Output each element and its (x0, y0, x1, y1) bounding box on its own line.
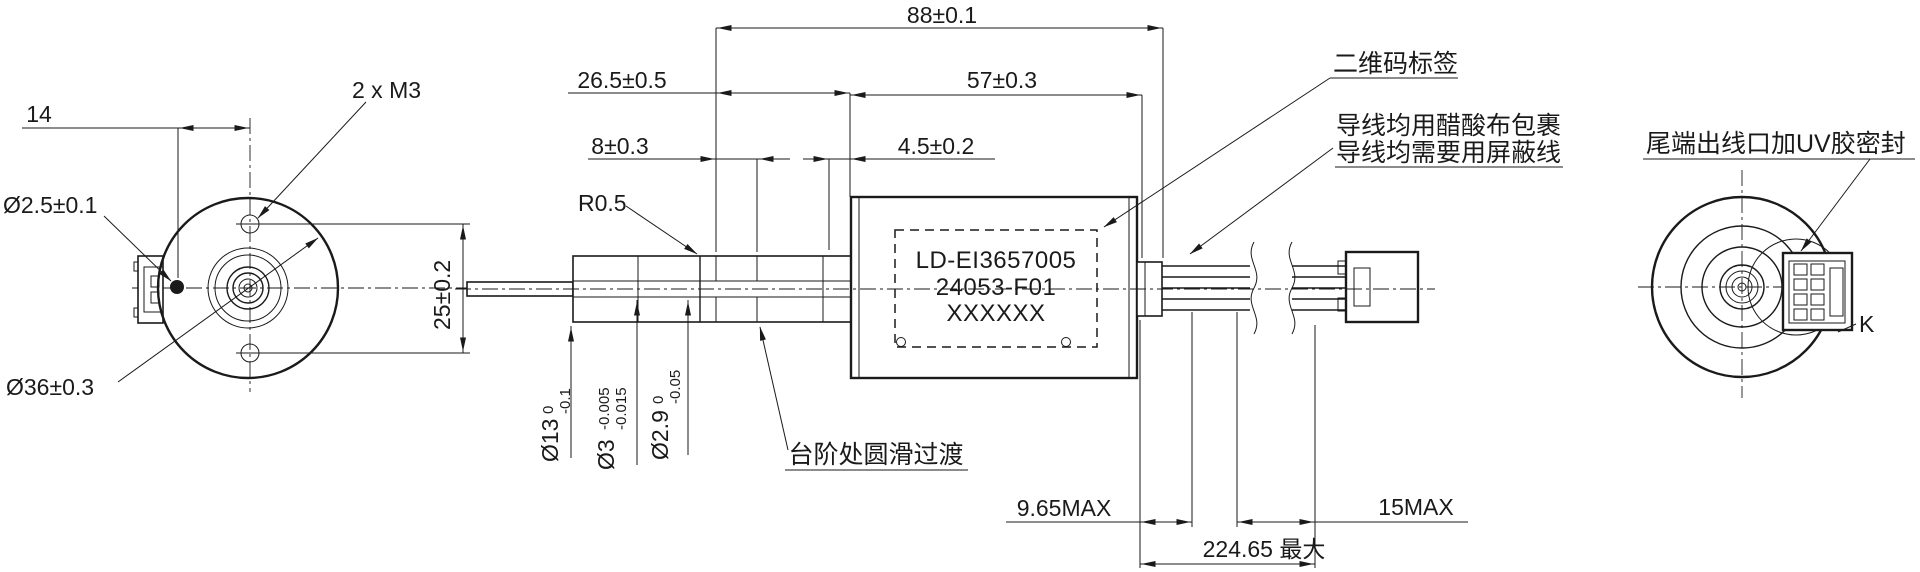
rear-view: K (1638, 170, 1875, 398)
wire-wrap-note: 导线均用醋酸布包裹 (1336, 112, 1561, 140)
front-connector-tab-bottom (133, 307, 139, 318)
label-line-3: XXXXXX (946, 300, 1045, 327)
tail-seal-note-group: 尾端出线口加UV胶密封 (1643, 130, 1915, 252)
side-view: LD-EI3657005 24053-F01 XXXXXX (455, 2, 1468, 568)
front-outer-circle (156, 196, 340, 380)
shaft-dia-3: Ø3 (593, 439, 619, 470)
label-screw-left (896, 337, 906, 347)
harness-connector-shell (1344, 250, 1420, 324)
shaft-dia-13-lower-tol: -0.1 (557, 388, 574, 414)
rear-ring-6 (1737, 282, 1747, 292)
wire-notes-group: 导线均用醋酸布包裹 导线均需要用屏蔽线 (1189, 112, 1563, 255)
rear-view-centerlines (1638, 170, 1852, 398)
dim-26-5-group: 26.5±0.5 (568, 67, 850, 96)
dim-57-group: 57±0.3 (849, 67, 1143, 258)
rear-ring-4 (1725, 270, 1759, 304)
shaft-dia-13: Ø13 (537, 419, 563, 462)
dim-4-5-group: 4.5±0.2 (803, 133, 995, 250)
pin-diameter-callout: Ø2.5±0.1 (3, 192, 97, 218)
shaft-dia-2-9: Ø2.9 (647, 410, 673, 460)
front-length-dim: 26.5±0.5 (577, 67, 666, 93)
dim-14-group: 14 (22, 101, 250, 278)
step-transition-note: 台阶处圆滑过渡 (788, 441, 963, 469)
pin-callout-group: Ø2.5±0.1 (3, 192, 172, 282)
dim-15-group: 15MAX (1236, 312, 1468, 568)
step-length-dim: 4.5±0.2 (898, 133, 975, 159)
label-line-1: LD-EI3657005 (916, 247, 1077, 274)
rear-connector-shell (1781, 251, 1854, 332)
motor-body (849, 195, 1139, 380)
shaft-dia-2-9-lower-tol: -0.05 (667, 370, 684, 404)
dim-total-group: 224.65 最大 (1140, 536, 1326, 567)
label-dashed-border (894, 229, 1098, 348)
harness-connector (1337, 250, 1420, 324)
shaft-dia-3-group: Ø3 -0.005 -0.015 (593, 300, 640, 470)
wire-bundle (1162, 241, 1346, 335)
label-screw-right (1061, 337, 1071, 347)
dim-14: 14 (26, 101, 52, 127)
view-k-group: K (1837, 311, 1875, 337)
thread-callout: 2 x M3 (352, 77, 421, 103)
break-line-right (1288, 241, 1296, 335)
od-callout-group: Ø36±0.3 (6, 237, 319, 400)
step-note-group: 台阶处圆滑过渡 (759, 326, 968, 471)
rear-connector-pins (1793, 263, 1825, 321)
fillet-callout: R0.5 (578, 190, 627, 216)
harness-connector-notch-1 (1337, 260, 1347, 275)
exit-max-dim: 9.65MAX (1017, 495, 1112, 521)
rear-ring-3 (1719, 264, 1765, 310)
front-ring-2 (214, 254, 282, 322)
tail-seal-note: 尾端出线口加UV胶密封 (1646, 130, 1906, 158)
thread-callout-group: 2 x M3 (257, 77, 421, 219)
dim-9-65-group: 9.65MAX (1006, 312, 1193, 568)
harness-connector-notch-2 (1337, 297, 1347, 312)
connector-max-dim: 15MAX (1378, 494, 1453, 520)
shaft-dia-2-9-upper-tol: 0 (650, 396, 667, 404)
fillet-callout-group: R0.5 (578, 190, 698, 255)
pin-dot (170, 280, 184, 294)
rear-ring-5 (1731, 276, 1753, 298)
rear-connector-inner (1788, 260, 1846, 324)
front-connector-inner (143, 266, 164, 313)
front-ring-4 (232, 272, 264, 304)
front-view-circles (156, 196, 340, 380)
overall-length-dim: 88±0.1 (907, 2, 977, 28)
rear-connector-key (1829, 267, 1844, 317)
rear-connector (1781, 251, 1854, 332)
wire-shield-note: 导线均需要用屏蔽线 (1336, 139, 1561, 167)
qr-label-note: 二维码标签 (1333, 50, 1458, 78)
shaft-dia-13-group: Ø13 0 -0.1 (537, 326, 574, 462)
qr-label-note-group: 二维码标签 (1103, 50, 1458, 228)
outer-diameter-callout: Ø36±0.3 (6, 374, 94, 400)
dim-8-group: 8±0.3 (588, 133, 790, 252)
dim-88-group: 88±0.1 (715, 2, 1164, 258)
body-length-dim: 57±0.3 (967, 67, 1037, 93)
product-label-box: LD-EI3657005 24053-F01 XXXXXX (894, 229, 1098, 348)
front-ring-1 (207, 247, 289, 329)
front-m3-holes (236, 214, 470, 363)
dim-25-group: 25±0.2 (429, 224, 466, 353)
front-ring-6 (243, 283, 253, 293)
label-line-2: 24053-F01 (936, 274, 1057, 301)
shaft-dia-2-9-group: Ø2.9 0 -0.05 (647, 300, 691, 460)
front-ring-3 (226, 266, 270, 310)
front-connector-shell (137, 255, 164, 324)
shaft-dia-13-upper-tol: 0 (540, 406, 557, 414)
view-k-label: K (1859, 311, 1875, 337)
hole-spacing-dim: 25±0.2 (429, 260, 455, 330)
total-length-dim: 224.65 最大 (1203, 536, 1326, 562)
front-view: 14 25±0.2 2 x M3 Ø2.5±0.1 Ø36±0.3 (3, 77, 475, 400)
harness-connector-latch (1353, 267, 1371, 307)
front-connector-tab-top (133, 261, 139, 272)
annotation-notes: 二维码标签 导线均用醋酸布包裹 导线均需要用屏蔽线 尾端出线口加UV胶密封 (1103, 50, 1915, 255)
break-line-left (1250, 241, 1258, 335)
shaft-dia-3-upper-tol: -0.005 (596, 387, 613, 430)
shaft-dia-3-lower-tol: -0.015 (613, 387, 630, 430)
front-ring-5 (238, 278, 258, 298)
boss-length-dim: 8±0.3 (591, 133, 648, 159)
